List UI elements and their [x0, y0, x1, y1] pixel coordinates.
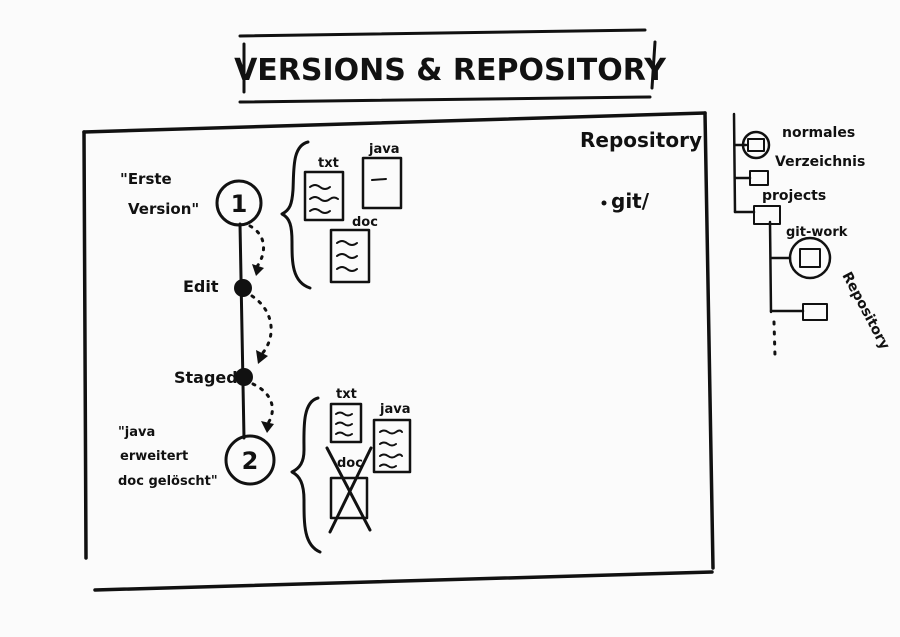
normal-dir-label-line2: Verzeichnis	[775, 154, 865, 170]
doc-file-icon	[329, 228, 371, 284]
deleted-doc-file-icon	[325, 446, 373, 534]
deleted-doc-file-label: doc	[337, 456, 363, 471]
version-2-note-line3: doc gelöscht"	[118, 474, 218, 489]
projects-folder-icon	[749, 170, 769, 186]
transition-arrow-2	[250, 294, 273, 358]
txt-file-icon-v2	[329, 402, 363, 444]
repository-folder-icon	[788, 236, 832, 280]
version-2-number: 2	[242, 447, 259, 475]
version-1-file-set: txt java doc	[280, 140, 403, 290]
directory-tree	[732, 112, 832, 358]
edit-label: Edit	[183, 277, 219, 296]
git-folder-text: git/	[611, 189, 650, 213]
normal-folder-icon	[741, 130, 771, 160]
page-title: VERSIONS & REPOSITORY	[234, 53, 667, 88]
git-work-folder-icon	[753, 205, 781, 225]
doc-file-label: doc	[352, 215, 378, 230]
java-file-label-v2: java	[379, 402, 410, 417]
txt-file-label-v2: txt	[336, 387, 357, 402]
edit-state-dot	[234, 279, 252, 297]
java-file-icon	[361, 156, 403, 210]
version-1-note-line2: Version"	[128, 200, 199, 218]
repository-frame	[82, 111, 715, 592]
normal-dir-label-line1: normales	[782, 125, 855, 141]
version-2-note-line1: "java	[118, 425, 155, 440]
txt-file-label: txt	[318, 156, 339, 171]
git-folder-label: git/	[601, 189, 650, 213]
version-2-note-line2: erweitert	[120, 449, 188, 464]
version-timeline: 1 2	[215, 179, 276, 486]
transition-arrow-1	[248, 224, 265, 270]
title-box: VERSIONS & REPOSITORY	[234, 28, 667, 104]
projects-label: projects	[762, 188, 826, 204]
java-file-icon-v2	[372, 418, 412, 474]
repository-tree-label: Repository	[838, 269, 892, 352]
repository-heading: Repository	[580, 128, 702, 152]
sub-folder-icon	[802, 303, 828, 321]
txt-file-icon	[303, 170, 345, 222]
transition-arrow-3	[251, 382, 274, 428]
version-1-brace	[280, 140, 312, 290]
version-2-node: 2	[224, 434, 276, 486]
version-1-node: 1	[215, 179, 263, 227]
version-2-brace	[290, 396, 322, 554]
staged-label: Staged	[174, 368, 238, 387]
git-work-label: git-work	[786, 225, 848, 240]
staged-state-dot	[235, 368, 253, 386]
java-file-label: java	[368, 142, 399, 157]
version-1-number: 1	[231, 190, 248, 218]
version-2-file-set: txt java doc	[290, 387, 412, 554]
version-1-note-line1: "Erste	[120, 170, 172, 188]
